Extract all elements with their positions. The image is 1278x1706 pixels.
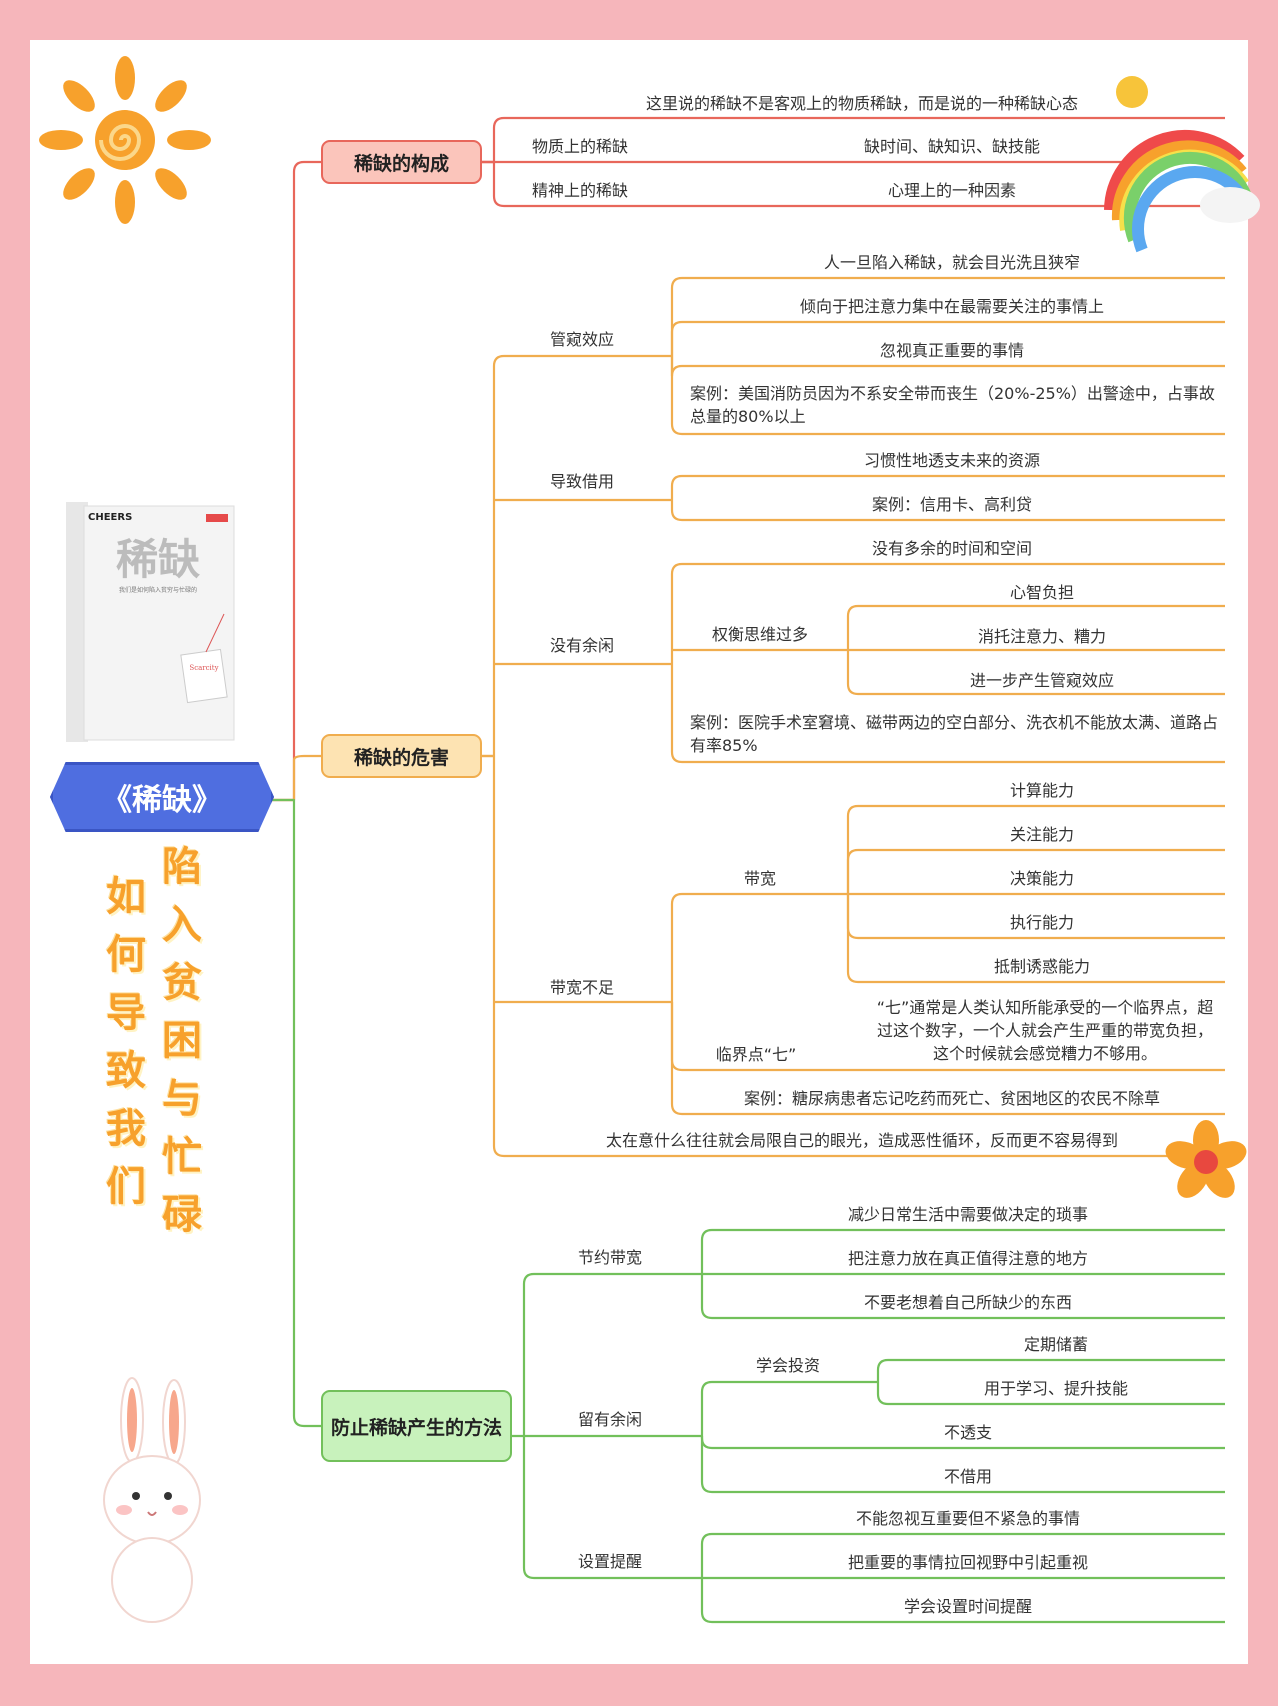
root-title: 《稀缺》 <box>102 783 222 818</box>
sun-icon <box>39 56 211 224</box>
harm-borrow-item: 习惯性地透支未来的资源 <box>863 451 1041 470</box>
node-harm: 稀缺的危害 <box>321 734 482 778</box>
harm-noslack-case: 案例：医院手术室窘境、磁带两边的空白部分、洗衣机不能放太满、道路占有率85% <box>690 713 1219 755</box>
harm-bandwidth: 带宽不足 <box>549 978 615 997</box>
harm-tunnel-item: 倾向于把注意力集中在最需要关注的事情上 <box>799 297 1105 316</box>
prevent-invest-item: 定期储蓄 <box>1023 1335 1089 1354</box>
book-cover-image: CHEERS 稀缺 我们是如何陷入贫穷与忙碌的 Scarcity <box>66 502 236 742</box>
prevent-slack-item: 不借用 <box>943 1467 993 1486</box>
composition-material: 物质上的稀缺 <box>532 137 629 156</box>
node-composition: 稀缺的构成 <box>321 140 482 184</box>
prevent-save-item: 减少日常生活中需要做决定的琐事 <box>847 1205 1089 1224</box>
harm-borrow: 导致借用 <box>549 472 615 491</box>
composition-spiritual-detail: 心理上的一种因素 <box>887 181 1017 200</box>
flower-icon <box>1165 1120 1247 1198</box>
harm-band-item: 执行能力 <box>1009 913 1075 932</box>
prevent-save-item: 把注意力放在真正值得注意的地方 <box>847 1249 1089 1268</box>
harm-tunnel-item: 人一旦陷入稀缺，就会目光洗且狭窄 <box>823 253 1081 272</box>
node-composition-label: 稀缺的构成 <box>353 152 449 175</box>
harm-tunnel-case: 案例：美国消防员因为不系安全带而丧生（20%-25%）出警途中，占事故总量的80… <box>690 384 1215 426</box>
prevent-remind: 设置提醒 <box>577 1552 643 1571</box>
prevent-invest: 学会投资 <box>755 1356 821 1375</box>
composition-material-detail: 缺时间、缺知识、缺技能 <box>863 137 1041 156</box>
harm-noslack-item: 没有多余的时间和空间 <box>871 539 1033 558</box>
book-title: 稀缺 <box>116 535 200 584</box>
harm-noslack: 没有余闲 <box>549 636 615 655</box>
prevent-invest-item: 用于学习、提升技能 <box>983 1379 1129 1398</box>
book-english-title: Scarcity <box>189 664 218 672</box>
harm-critical-detail: “七”通常是人类认知所能承受的一个临界点，超过这个数字，一个人就会产生严重的带宽… <box>876 998 1214 1063</box>
book-subtitle: 我们是如何陷入贫穷与忙碌的 <box>119 586 197 594</box>
mind-map-card <box>30 40 1248 1664</box>
harm-band-item: 抵制诱惑能力 <box>993 957 1091 976</box>
root-node: 《稀缺》 <box>50 762 274 832</box>
prevent-remind-item: 学会设置时间提醒 <box>903 1597 1033 1616</box>
harm-tradeoff: 权衡思维过多 <box>711 625 809 644</box>
harm-tradeoff-item: 进一步产生管窥效应 <box>969 671 1115 690</box>
harm-bandwidth-case: 案例：糖尿病患者忘记吃药而死亡、贫困地区的农民不除草 <box>743 1089 1161 1108</box>
harm-tradeoff-item: 心智负担 <box>1009 583 1075 602</box>
harm-tunnel: 管窥效应 <box>549 330 615 349</box>
prevent-save: 节约带宽 <box>577 1248 643 1267</box>
node-prevent-label: 防止稀缺产生的方法 <box>330 1416 502 1439</box>
side-title-col2: 如何导致我们 <box>106 874 146 1210</box>
node-harm-label: 稀缺的危害 <box>353 746 449 769</box>
harm-tradeoff-item: 消托注意力、糟力 <box>977 627 1107 646</box>
harm-summary: 太在意什么往往就会局限自己的眼光，造成恶性循环，反而更不容易得到 <box>605 1131 1119 1150</box>
harm-band-item: 计算能力 <box>1009 781 1075 800</box>
harm-band-item: 决策能力 <box>1009 869 1075 888</box>
harm-critical: 临界点“七” <box>715 1045 797 1064</box>
harm-band-item: 关注能力 <box>1009 825 1075 844</box>
prevent-save-item: 不要老想着自己所缺少的东西 <box>863 1293 1073 1312</box>
rainbow-icon <box>1104 76 1260 253</box>
bunny-icon <box>103 1377 201 1623</box>
composition-note: 这里说的稀缺不是客观上的物质稀缺，而是说的一种稀缺心态 <box>645 94 1079 113</box>
book-publisher: CHEERS <box>88 512 132 523</box>
node-prevent: 防止稀缺产生的方法 <box>321 1390 512 1462</box>
prevent-slack: 留有余闲 <box>577 1410 643 1429</box>
composition-spiritual: 精神上的稀缺 <box>532 181 629 200</box>
harm-borrow-item: 案例：信用卡、高利贷 <box>871 495 1033 514</box>
prevent-slack-item: 不透支 <box>943 1423 993 1442</box>
prevent-remind-item: 不能忽视互重要但不紧急的事情 <box>855 1509 1081 1528</box>
prevent-remind-item: 把重要的事情拉回视野中引起重视 <box>847 1553 1089 1572</box>
side-title-col1: 陷入贫困与忙碌 <box>162 844 202 1238</box>
harm-band: 带宽 <box>743 869 777 888</box>
harm-tunnel-item: 忽视真正重要的事情 <box>879 341 1025 360</box>
